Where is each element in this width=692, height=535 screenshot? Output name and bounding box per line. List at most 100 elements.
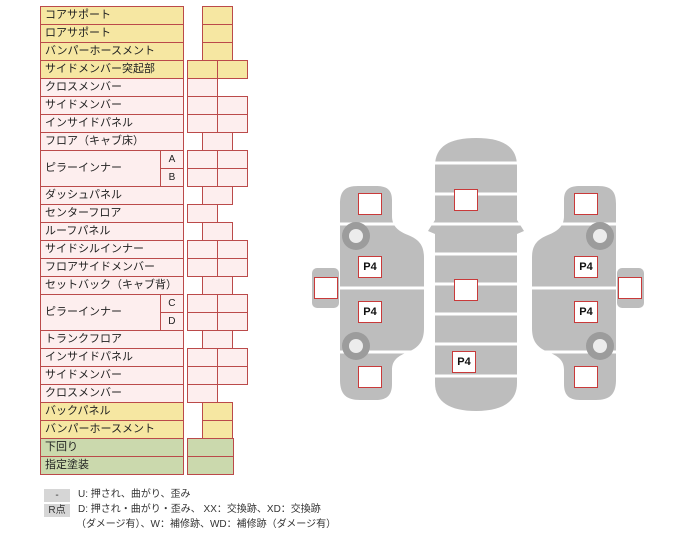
part-row: クロスメンバー [40,384,184,403]
damage-cell[interactable] [217,96,248,115]
legend-badge-dash: - [44,488,70,502]
part-label: バンパーホースメント [40,420,184,439]
damage-cell[interactable] [202,186,233,205]
left-mirror-icon [428,220,435,234]
damage-cell[interactable] [202,42,233,61]
damage-cell[interactable] [187,294,218,313]
marker-top-rear[interactable]: P4 [452,351,476,373]
part-row: バンパーホースメント [40,42,184,61]
marker-right-front-fender[interactable] [574,193,598,215]
wheel-hub-icon [349,229,363,243]
car-right-side-view [528,186,620,400]
damage-cell[interactable] [202,330,233,349]
damage-cell[interactable] [217,150,248,169]
damage-cell[interactable] [217,294,248,313]
part-label: 下回り [40,438,184,457]
damage-cell[interactable] [187,96,218,115]
damage-cell[interactable] [217,366,248,385]
damage-cell[interactable] [217,312,248,331]
part-row: 指定塗装 [40,456,184,475]
right-mirror-icon [517,220,524,234]
marker-top-front[interactable] [454,189,478,211]
part-row: サイドシルインナー [40,240,184,259]
marker-left-rear-fender[interactable] [358,366,382,388]
damage-cell[interactable] [217,240,248,259]
part-label: サイドメンバー [40,366,184,385]
damage-cell[interactable] [217,60,248,79]
damage-cell[interactable] [187,384,218,403]
car-top-body [435,138,517,411]
part-label: フロア（キャブ床） [40,132,184,151]
part-label: サイドメンバー突起部 [40,60,184,79]
damage-cell[interactable] [187,366,218,385]
part-row: インサイドパネル [40,348,184,367]
part-label: バンパーホースメント [40,42,184,61]
part-row: B [41,168,185,187]
damage-cell[interactable] [187,78,218,97]
part-row: ロアサポート [40,24,184,43]
part-sub-label: B [159,168,185,187]
part-row: サイドメンバー突起部 [40,60,184,79]
damage-cell[interactable] [217,348,248,367]
marker-right-rear-fender[interactable] [574,366,598,388]
damage-cell[interactable] [187,456,234,475]
damage-cell[interactable] [187,168,218,187]
legend: - U: 押され、曲がり、歪み R点 D: 押され・曲がり・歪み、 XX：交換跡… [44,488,336,533]
marker-top-center[interactable] [454,279,478,301]
damage-cell[interactable] [187,60,218,79]
part-row: D [41,312,185,331]
part-row: バンパーホースメント [40,420,184,439]
part-row: ダッシュパネル [40,186,184,205]
marker-left-front-fender[interactable] [358,193,382,215]
marker-right-front-door[interactable]: P4 [574,256,598,278]
part-row: クロスメンバー [40,78,184,97]
wheel-hub-icon [593,339,607,353]
damage-cell[interactable] [187,150,218,169]
damage-cell[interactable] [202,402,233,421]
damage-cell[interactable] [202,222,233,241]
part-label: ピラーインナー [40,294,161,331]
marker-left-rear-door[interactable]: P4 [358,301,382,323]
part-label: ルーフパネル [40,222,184,241]
damage-cell[interactable] [202,276,233,295]
part-row: トランクフロア [40,330,184,349]
damage-cell[interactable] [187,240,218,259]
legend-row-r: R点 D: 押され・曲がり・歪み、 XX：交換跡、XD：交換跡 [44,503,336,517]
part-label: インサイドパネル [40,114,184,133]
damage-cell[interactable] [202,420,233,439]
marker-right-rear-door[interactable]: P4 [574,301,598,323]
damage-cell[interactable] [217,258,248,277]
damage-cell[interactable] [187,204,218,223]
marker-left-front-door[interactable]: P4 [358,256,382,278]
damage-cell[interactable] [187,312,218,331]
part-label: ピラーインナー [40,150,161,187]
parts-tbody: コアサポートロアサポートバンパーホースメントサイドメンバー突起部クロスメンバーサ… [40,6,185,475]
part-sub-label: D [159,312,185,331]
part-label: コアサポート [40,6,184,25]
part-row: バックパネル [40,402,184,421]
damage-cell[interactable] [187,438,234,457]
damage-cell[interactable] [202,132,233,151]
damage-cell[interactable] [217,114,248,133]
part-label: ダッシュパネル [40,186,184,205]
part-sub-label: C [159,294,185,313]
damage-cell[interactable] [217,168,248,187]
damage-cell[interactable] [187,258,218,277]
part-row: セットバック（キャブ背） [40,276,184,295]
part-row: フロア（キャブ床） [40,132,184,151]
wheel-hub-icon [593,229,607,243]
wheel-hub-icon [349,339,363,353]
damage-cell[interactable] [202,24,233,43]
part-sub-label: A [159,150,185,169]
marker-left-outer[interactable] [314,277,338,299]
part-row: フロアサイドメンバー [40,258,184,277]
damage-cell[interactable] [202,6,233,25]
part-row: センターフロア [40,204,184,223]
legend-row-r2: （ダメージ有）、W：補修跡、WD：補修跡（ダメージ有） [44,518,336,532]
part-row: インサイドパネル [40,114,184,133]
damage-cell[interactable] [187,348,218,367]
marker-right-outer[interactable] [618,277,642,299]
damage-cell[interactable] [187,114,218,133]
